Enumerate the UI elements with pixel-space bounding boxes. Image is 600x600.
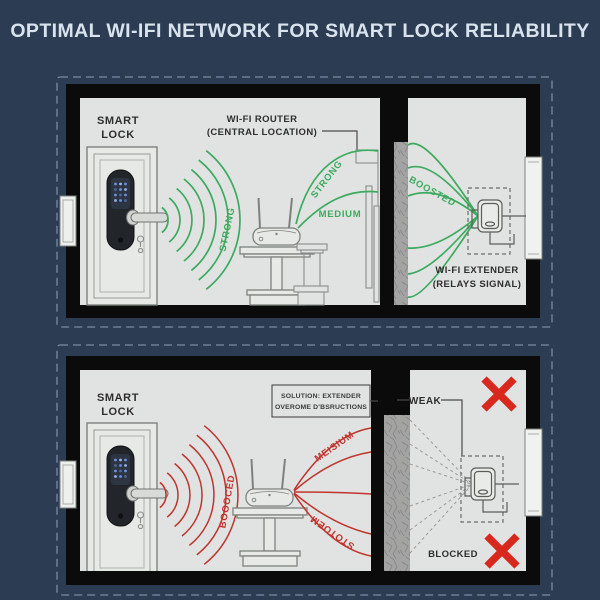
bottom-right-wall-opening <box>524 428 543 517</box>
bottom-dashed-frame <box>56 344 553 596</box>
top-dashed-frame <box>56 76 553 328</box>
solution-line-1: SOLUTION: EXTENDER <box>281 393 361 400</box>
bottom-left-wall-hinge <box>59 460 77 509</box>
top-diagram: SMART LOCK WI-FI ROUTER (CENTRAL LOCATIO… <box>56 76 553 328</box>
top-right-wall-opening <box>524 156 543 260</box>
extender-label-1: WI-FI EXTENDER <box>435 265 518 276</box>
top-wall-structure <box>355 149 380 303</box>
bottom-smart-lock-label-2: LOCK <box>101 406 135 418</box>
bottom-smart-lock-label-1: SMART <box>97 392 139 404</box>
top-lower-arc-label: MEDIUM <box>319 209 362 220</box>
top-smart-lock-label-2: LOCK <box>101 129 135 141</box>
top-smart-lock-label-1: SMART <box>97 115 139 127</box>
smart-lock-door <box>86 146 169 306</box>
weak-label: WEAK <box>409 396 442 407</box>
bottom-diagram: SMART LOCK BOOOCED MEISIUM ST <box>56 344 553 596</box>
extender-label-2: (RELAYS SIGNAL) <box>433 279 522 290</box>
blocked-label: BLOCKED <box>428 549 478 560</box>
boosted-signal-arcs <box>407 142 479 298</box>
top-concrete-wall <box>394 142 408 305</box>
smart-lock-door-bottom <box>86 422 169 571</box>
bottom-router-signal-arcs <box>293 427 372 557</box>
solution-callout: SOLUTION: EXTENDER OVEROME D'BSRUCTIONS <box>271 384 378 418</box>
weak-leader-right <box>441 399 463 456</box>
top-router-signal-arcs <box>295 149 379 229</box>
router-label-1: WI-FI ROUTER <box>227 114 298 125</box>
bottom-concrete-wall <box>384 415 410 571</box>
top-left-wall-hinge <box>59 195 77 247</box>
weak-signal-dashed-lines <box>409 419 472 554</box>
solution-line-2: OVEROME D'BSRUCTIONS <box>275 404 367 411</box>
top-side-table <box>293 243 329 306</box>
bottom-left-room-content <box>86 422 308 571</box>
bottom-door-signal-arcs <box>159 425 239 565</box>
top-door-signal-arcs <box>161 150 241 290</box>
page-title: OPTIMAL WI-IFI NETWORK FOR SMART LOCK RE… <box>10 20 589 42</box>
router-label-2: (CENTRAL LOCATION) <box>207 127 317 138</box>
